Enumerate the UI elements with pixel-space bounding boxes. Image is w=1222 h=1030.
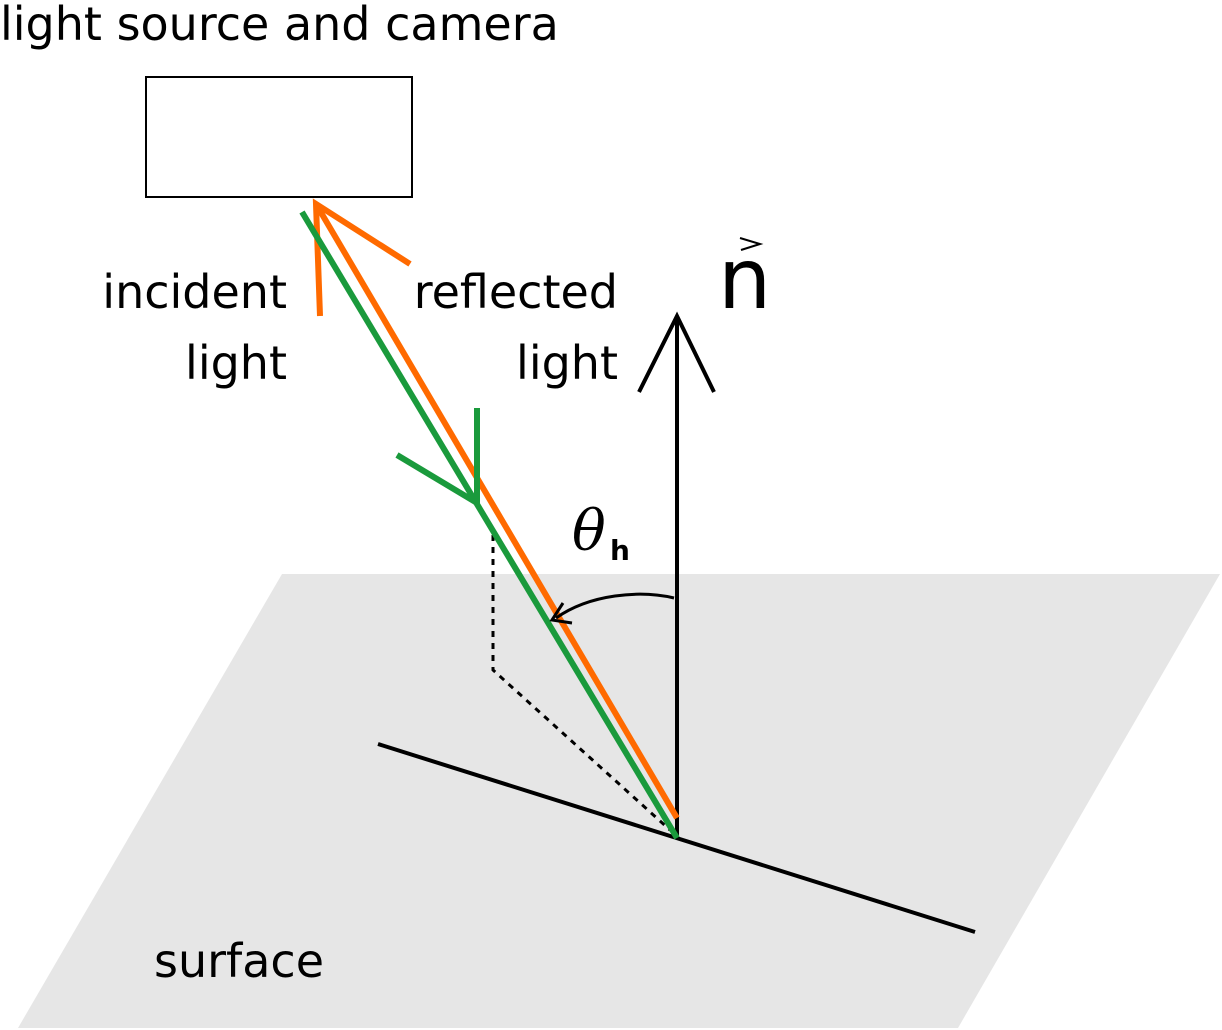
reflected-light-ray bbox=[313, 202, 680, 820]
reflected-light-label-line1: reflected bbox=[414, 265, 618, 319]
incident-light-label-line2: light bbox=[185, 336, 287, 390]
projection-dotted-line bbox=[491, 535, 672, 832]
angle-arc-arrowhead bbox=[549, 602, 573, 625]
device-label: light source and camera bbox=[0, 0, 559, 51]
normal-label: n bbox=[718, 230, 771, 328]
angle-theta-label: θ bbox=[572, 499, 606, 564]
angle-arc bbox=[555, 592, 675, 620]
normal-arrowhead bbox=[637, 311, 716, 393]
incident-light-arrowhead bbox=[395, 408, 480, 509]
incident-light-ray bbox=[299, 210, 680, 840]
reflected-light-arrowhead bbox=[312, 198, 412, 317]
reflected-light-label-line2: light bbox=[516, 336, 618, 390]
surface-label: surface bbox=[154, 934, 324, 988]
angle-subscript-label: h bbox=[610, 534, 630, 567]
normal-vector-accent bbox=[739, 237, 764, 251]
incident-light-label-line1: incident bbox=[102, 265, 287, 319]
light-source-camera-box bbox=[145, 76, 413, 198]
